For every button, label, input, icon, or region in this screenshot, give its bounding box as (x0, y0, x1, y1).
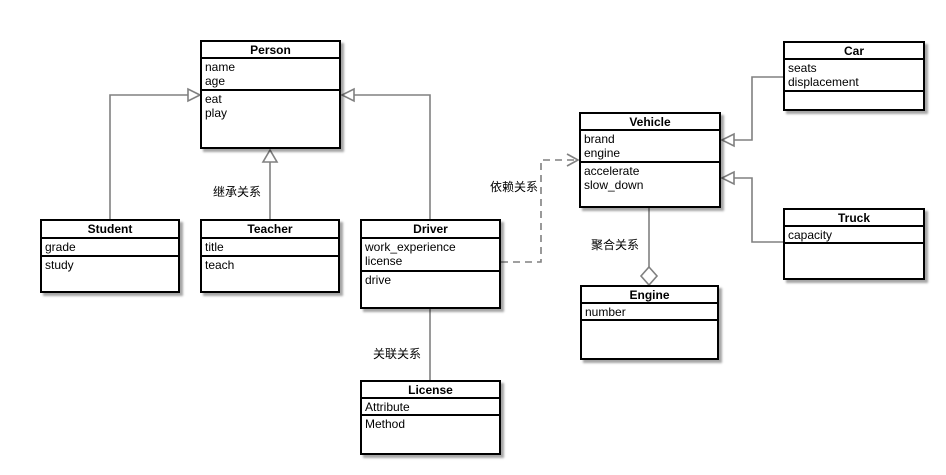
class-title-vehicle: Vehicle (581, 114, 719, 131)
attribute-row: work_experience (365, 240, 456, 254)
class-title-engine: Engine (582, 287, 717, 304)
attribute-row: grade (45, 240, 76, 254)
class-attributes-engine: number (582, 304, 717, 321)
dependency-arrow-icon (566, 153, 580, 167)
edge-student-person[interactable] (109, 94, 188, 219)
class-title-car: Car (785, 43, 923, 60)
method-row: eat (205, 92, 222, 106)
class-attributes-student: grade (42, 239, 178, 257)
class-methods-student: study (42, 257, 178, 291)
inheritance-arrow-icon (340, 87, 355, 103)
edge-driver-vehicle[interactable] (501, 159, 576, 263)
edge-truck-vehicle[interactable] (734, 177, 783, 243)
class-methods-car (785, 92, 923, 109)
attribute-row: age (205, 74, 226, 88)
method-row: slow_down (584, 178, 644, 192)
edge-car-vehicle[interactable] (734, 76, 783, 141)
class-title-teacher: Teacher (202, 221, 338, 239)
attribute-row: Attribute (365, 400, 410, 414)
attribute-row: seats (788, 61, 817, 75)
class-attributes-truck: capacity (785, 227, 923, 244)
edge-label-association: 关联关系 (373, 347, 421, 361)
inheritance-arrow-icon (187, 87, 202, 103)
attribute-row: capacity (788, 228, 833, 242)
class-title-license: License (362, 382, 499, 399)
edge-label-aggregation: 聚合关系 (591, 237, 639, 252)
attribute-row: number (585, 305, 626, 319)
method-row: teach (205, 258, 235, 272)
class-title-person: Person (202, 42, 339, 59)
attribute-row: name (205, 60, 236, 74)
attribute-row: title (205, 240, 224, 254)
attribute-row: displacement (788, 75, 859, 89)
class-methods-driver: drive (362, 272, 499, 307)
inheritance-arrow-icon (720, 170, 735, 186)
aggregation-diamond-icon (639, 265, 659, 287)
class-methods-teacher: teach (202, 257, 338, 291)
class-title-student: Student (42, 221, 178, 239)
attribute-row: license (365, 254, 403, 268)
class-attributes-teacher: title (202, 239, 338, 257)
class-title-driver: Driver (362, 221, 499, 239)
class-methods-engine (582, 321, 717, 358)
attribute-row: brand (584, 132, 615, 146)
class-attributes-license: Attribute (362, 399, 499, 416)
attribute-row: engine (584, 146, 621, 160)
inheritance-arrow-icon (720, 132, 735, 148)
class-methods-truck (785, 244, 923, 278)
inheritance-arrow-icon (261, 148, 279, 163)
class-methods-license: Method (362, 416, 499, 453)
method-row: drive (365, 273, 392, 287)
edge-label-dependency: 依赖关系 (490, 179, 538, 194)
method-row: study (45, 258, 74, 272)
edge-driver-person[interactable] (354, 94, 431, 219)
method-row: play (205, 106, 228, 120)
edge-label-inheritance: 继承关系 (213, 185, 261, 199)
method-row: accelerate (584, 164, 640, 178)
method-row: Method (365, 417, 406, 431)
class-title-truck: Truck (785, 210, 923, 227)
